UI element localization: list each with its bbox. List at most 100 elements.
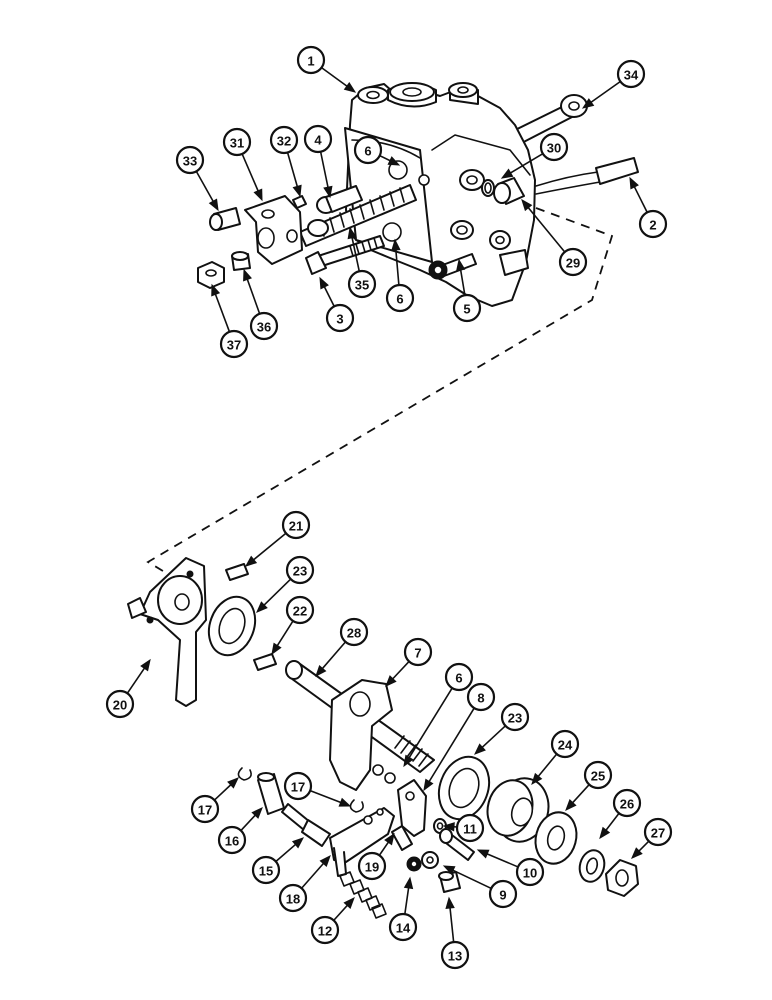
callout-number: 34 [624,68,639,83]
callout-29: 29 [521,198,588,277]
callout-leader-line [260,578,292,609]
part-17-circlip-right [349,799,364,813]
callout-number: 10 [523,866,537,881]
callout-circle [219,329,249,359]
callout-8: 8 [423,682,496,792]
callout-6: 6 [403,662,474,768]
callout-21: 21 [244,510,311,567]
part-35-spool-spring [299,184,417,247]
part-29-plug [493,177,525,205]
callout-circle [251,855,281,885]
callout-circle [269,125,299,155]
callout-leader-line [286,152,300,191]
callout-arrowhead [565,799,577,811]
callout-arrowhead [208,198,219,212]
part-31-bracket [244,195,303,265]
callout-number: 29 [566,256,580,271]
callout-circle [310,915,340,945]
part-22-pin [253,653,277,671]
callout-number: 9 [499,888,506,903]
callout-number: 33 [183,154,197,169]
callout-number: 23 [508,711,522,726]
callout-number: 22 [293,604,307,619]
callout-36: 36 [243,268,279,341]
callout-11: 11 [442,813,485,843]
part-30-o-ring [481,179,495,197]
callout-arrowhead [599,826,611,840]
callout-circle [550,729,580,759]
callout-circle [285,595,315,625]
callout-circle [357,851,387,881]
callout-number: 20 [113,698,127,713]
callout-leader-line [459,265,466,296]
part-20-mounting-bracket [127,557,207,707]
part-12-spring [339,871,387,919]
callout-leader-line [319,151,330,192]
callout-number: 23 [293,564,307,579]
callout-circle [105,689,135,719]
callout-number: 37 [227,338,241,353]
callout-10: 10 [476,849,545,887]
callout-number: 13 [448,949,462,964]
callout-arrowhead [385,675,397,687]
callout-leader-line [126,664,148,694]
callout-number: 4 [314,133,322,148]
callout-arrowhead [456,258,466,272]
callout-leader-line [426,707,475,786]
callout-arrowhead [387,156,401,166]
callout-32: 32 [269,125,302,198]
part-26-washer [578,849,606,883]
part-23-washer [207,595,257,657]
callout-arrowhead [211,283,221,297]
callout-leader-line [406,687,453,762]
callout-2: 2 [629,176,668,239]
callout-number: 18 [286,892,300,907]
callout-arrowhead [323,185,333,199]
callout-circle [347,269,377,299]
callout-leader-line [587,80,621,106]
callout-number: 32 [277,134,291,149]
callout-arrowhead [244,555,258,567]
callout-circle [281,510,311,540]
callout-circle [616,59,646,89]
callout-6: 6 [385,238,415,313]
part-15-pivot-pin [281,803,331,847]
callout-arrowhead [631,847,643,859]
callout-arrowhead [347,226,357,240]
callout-circle [638,209,668,239]
callout-arrowhead [319,854,331,868]
callout-circle [403,637,433,667]
part-7-lever-plate [329,679,396,791]
callout-12: 12 [310,897,355,945]
callout-leader-line [250,532,287,563]
callout-arrowhead [423,778,434,792]
callout-circle [285,555,315,585]
callout-9: 9 [442,865,518,909]
callout-number: 17 [291,780,305,795]
callout-arrowhead [319,276,329,290]
part-3-bolt [305,235,385,275]
callout-arrowhead [315,664,327,678]
callout-number: 30 [547,141,561,156]
callout-6: 6 [353,135,401,166]
callout-15: 15 [251,837,305,885]
callout-leader-line [309,789,345,805]
callout-circle [643,817,673,847]
callout-arrowhead [227,777,239,789]
callout-22: 22 [271,595,315,656]
callout-circle [278,883,308,913]
callout-number: 31 [230,136,244,151]
part-37-nut [197,261,225,289]
callout-circle [353,135,383,165]
callout-circle [444,662,474,692]
callout-arrowhead [629,176,639,190]
callout-arrowhead [256,601,268,613]
callout-leader-line [569,784,590,807]
callout-arrowhead [243,268,252,282]
callout-leader-line [631,183,648,213]
callout-30: 30 [500,132,569,179]
part-33-stud [209,207,241,231]
callout-number: 26 [620,797,634,812]
part-14-nut [406,856,422,872]
callout-circle [558,247,588,277]
